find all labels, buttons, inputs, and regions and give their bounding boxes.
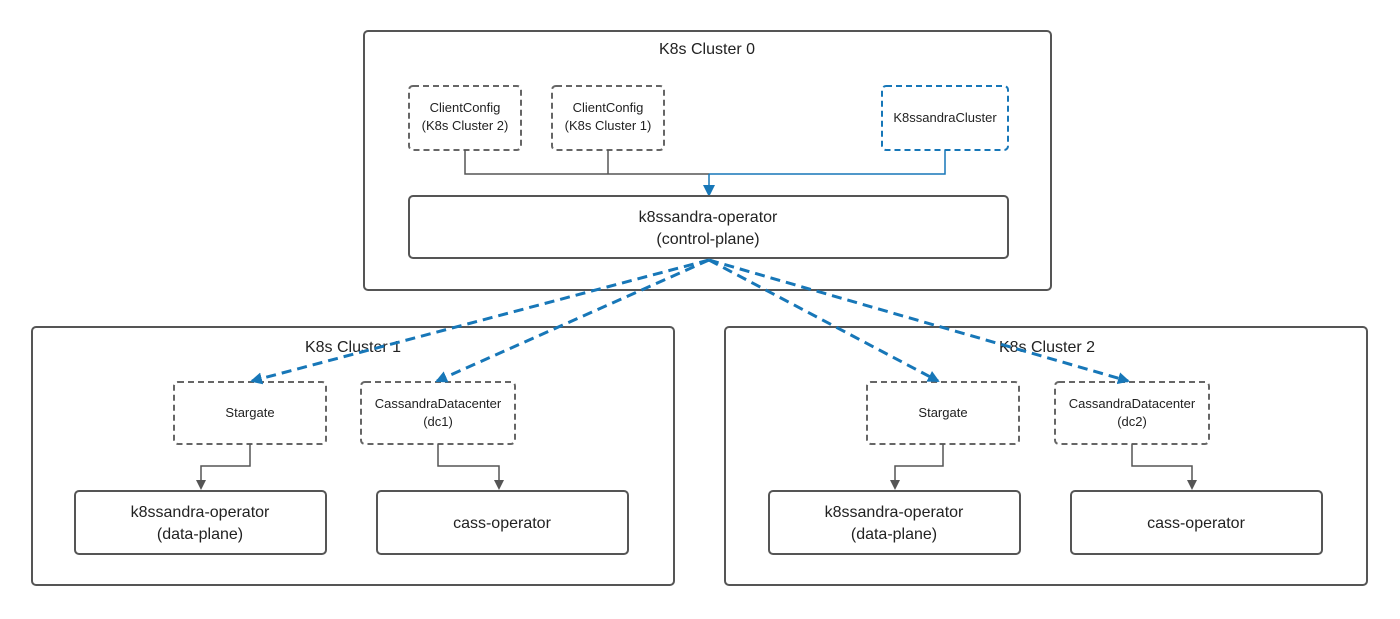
cluster-0: K8s Cluster 0 ClientConfig (K8s Cluster … xyxy=(363,30,1052,291)
data-plane-2-line2: (data-plane) xyxy=(851,526,937,543)
k8ssandra-cluster-resource: K8ssandraCluster xyxy=(881,85,1009,151)
client-config-cluster-2: ClientConfig (K8s Cluster 2) xyxy=(408,85,522,151)
dc2-line2: (dc2) xyxy=(1117,414,1147,429)
stargate-2-label: Stargate xyxy=(918,405,967,420)
client-config-cluster-1: ClientConfig (K8s Cluster 1) xyxy=(551,85,665,151)
connector-stargate-1-operator xyxy=(196,444,251,490)
cassandra-datacenter-dc1: CassandraDatacenter (dc1) xyxy=(360,381,516,445)
data-plane-1-line2: (data-plane) xyxy=(157,526,243,543)
stargate-1-label: Stargate xyxy=(225,405,274,420)
connector-dc1-cass-operator xyxy=(437,444,504,490)
stargate-cluster-2: Stargate xyxy=(866,381,1020,445)
cluster-1-title: K8s Cluster 1 xyxy=(305,339,401,356)
fanout-to-stargate-2 xyxy=(708,258,940,383)
cluster-2-title: K8s Cluster 2 xyxy=(999,339,1095,356)
cass-operator-2: cass-operator xyxy=(1070,490,1323,555)
fanout-to-dc1 xyxy=(435,258,710,383)
cassandra-datacenter-dc2: CassandraDatacenter (dc2) xyxy=(1054,381,1210,445)
client-config-2-line1: ClientConfig xyxy=(430,100,501,115)
data-plane-2-line1: k8ssandra-operator xyxy=(825,504,964,521)
k8ssandra-operator-data-plane-1: k8ssandra-operator (data-plane) xyxy=(74,490,327,555)
cluster-2: K8s Cluster 2 Stargate CassandraDatacent… xyxy=(724,326,1368,586)
cluster-1: K8s Cluster 1 Stargate CassandraDatacent… xyxy=(31,326,675,586)
cass-operator-1-label: cass-operator xyxy=(453,515,551,532)
connector-client-config-2 xyxy=(464,150,709,175)
dc1-line1: CassandraDatacenter xyxy=(375,396,502,411)
connector-dc2-cass-operator xyxy=(1131,444,1197,490)
dc1-line2: (dc1) xyxy=(423,414,453,429)
control-plane-fanout xyxy=(250,258,1130,385)
connector-k8ssandra-cluster xyxy=(709,150,946,175)
cluster-0-title: K8s Cluster 0 xyxy=(659,41,755,58)
fanout-to-stargate-1 xyxy=(250,258,710,385)
client-config-2-line2: (K8s Cluster 2) xyxy=(422,118,509,133)
dc2-line1: CassandraDatacenter xyxy=(1069,396,1196,411)
k8ssandra-cluster-label: K8ssandraCluster xyxy=(893,110,997,125)
cass-operator-2-label: cass-operator xyxy=(1147,515,1245,532)
client-config-1-line1: ClientConfig xyxy=(573,100,644,115)
k8ssandra-operator-control-plane: k8ssandra-operator (control-plane) xyxy=(408,195,1009,259)
k8ssandra-operator-data-plane-2: k8ssandra-operator (data-plane) xyxy=(768,490,1021,555)
stargate-cluster-1: Stargate xyxy=(173,381,327,445)
fanout-to-dc2 xyxy=(708,258,1130,384)
control-plane-line1: k8ssandra-operator xyxy=(639,209,778,226)
control-plane-line2: (control-plane) xyxy=(656,231,759,248)
client-config-1-line2: (K8s Cluster 1) xyxy=(565,118,652,133)
cass-operator-1: cass-operator xyxy=(376,490,629,555)
connector-stargate-2-operator xyxy=(890,444,944,490)
data-plane-1-line1: k8ssandra-operator xyxy=(131,504,270,521)
